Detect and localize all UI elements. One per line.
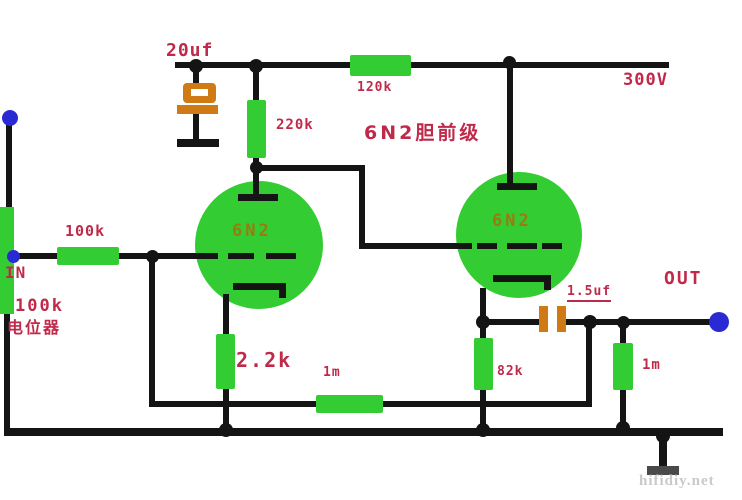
ground-symbol-bar	[647, 466, 679, 475]
wire-1m-bottom	[620, 388, 626, 431]
label-220k: 220k	[276, 117, 314, 133]
junction-cathode2	[476, 315, 490, 329]
resistor-2.2k	[216, 334, 235, 389]
wire-cathode2-drop	[480, 288, 486, 324]
label-heading: 6N2胆前级	[364, 122, 482, 144]
wire-feedback-down	[149, 257, 155, 407]
wire-ground-stub	[659, 436, 667, 469]
wire-2.2k-bottom	[223, 386, 229, 433]
junction-bus-ground	[656, 429, 670, 443]
label-1m-load: 1m	[642, 357, 661, 373]
ground-bar-cap20	[177, 139, 219, 147]
label-300v: 300V	[623, 70, 668, 90]
junction-bus-2.2k	[219, 423, 233, 437]
tube2-cathode-hook	[544, 275, 551, 290]
label-82k: 82k	[497, 364, 524, 379]
wire-grid1-entry	[152, 253, 218, 259]
wire-feedback-right	[381, 401, 592, 407]
resistor-120k	[350, 55, 411, 76]
wire-plate1-stem	[253, 168, 259, 196]
resistor-100k-grid	[57, 247, 119, 265]
junction-rail-plate2	[503, 56, 516, 69]
junction-output-feedback	[583, 315, 597, 329]
label-1m-feedback: 1m	[323, 365, 341, 380]
wire-wiper	[13, 253, 58, 259]
potentiometer-100k	[0, 207, 14, 314]
wire-cathode2-to-cap	[483, 319, 541, 325]
wire-82k-bottom	[480, 388, 486, 433]
wire-output	[565, 319, 717, 325]
wire-feedback-up	[586, 322, 592, 407]
cap-1.5uf-right-plate	[557, 306, 566, 332]
label-2.2k: 2.2k	[236, 348, 293, 372]
tube2-grid-dash2	[507, 243, 537, 249]
wire-cap20-stem-top	[193, 68, 199, 84]
label-tube1: 6N2	[232, 221, 272, 241]
wire-cap20-stem-bottom	[193, 113, 199, 141]
cap-20uf-plate-slot	[191, 89, 208, 96]
label-out: OUT	[664, 268, 703, 289]
label-in: IN	[5, 263, 27, 282]
tube2-plate-bar	[497, 183, 537, 190]
resistor-82k	[474, 338, 493, 390]
wire-cathode1-drop	[223, 294, 229, 336]
label-1.5uf: 1.5uf	[567, 284, 612, 302]
resistor-1m-load	[613, 343, 633, 390]
cap-1.5uf-left-plate	[539, 306, 548, 332]
wire-220k-top	[253, 68, 259, 102]
junction-grid1	[146, 250, 159, 263]
tube1-grid-dash1	[228, 253, 254, 259]
tube2-grid-dash3	[542, 243, 562, 249]
junction-rail-cap20	[189, 59, 203, 73]
junction-bus-1m	[616, 421, 630, 435]
tube1-cathode-hook	[279, 283, 286, 298]
wire-input-drop	[6, 118, 12, 210]
label-pot-value: 100k	[15, 296, 64, 316]
output-terminal-dot	[709, 312, 729, 332]
wire-ground-bus	[4, 428, 723, 436]
input-terminal-dot	[2, 110, 18, 126]
wire-feedback-left	[149, 401, 321, 407]
wire-82k-top	[480, 324, 486, 340]
label-pot-name: 电位器	[7, 318, 62, 337]
resistor-220k	[247, 100, 266, 158]
wire-stage-link-v	[359, 165, 365, 249]
pot-wiper-dot	[7, 250, 20, 263]
label-tube2: 6N2	[492, 211, 532, 231]
label-20uf: 20uf	[166, 40, 214, 61]
wire-supply-rail	[175, 62, 669, 68]
resistor-1m-feedback	[316, 395, 383, 413]
junction-output-1m	[617, 316, 630, 329]
label-100k-grid: 100k	[65, 222, 106, 240]
junction-rail-220k	[249, 59, 263, 73]
tube2-grid-dash1	[477, 243, 497, 249]
tube1-grid-dash2	[266, 253, 296, 259]
junction-plate1	[250, 161, 263, 174]
wire-grid1-left	[118, 253, 155, 259]
tube2-cathode-bar	[493, 275, 545, 282]
tube1-plate-bar	[238, 194, 278, 201]
wire-plate2-stem	[507, 64, 513, 185]
wire-stage-link-h2	[359, 243, 472, 249]
wire-1m-top	[620, 322, 626, 345]
junction-bus-82k	[476, 423, 490, 437]
label-120k: 120k	[357, 80, 393, 95]
tube1-cathode-bar	[233, 283, 285, 290]
cap-20uf-bottom-plate	[177, 105, 218, 114]
wire-pot-bottom	[4, 310, 10, 432]
wire-stage-link-h1	[253, 165, 365, 171]
watermark: hifidiy.net	[639, 473, 715, 489]
